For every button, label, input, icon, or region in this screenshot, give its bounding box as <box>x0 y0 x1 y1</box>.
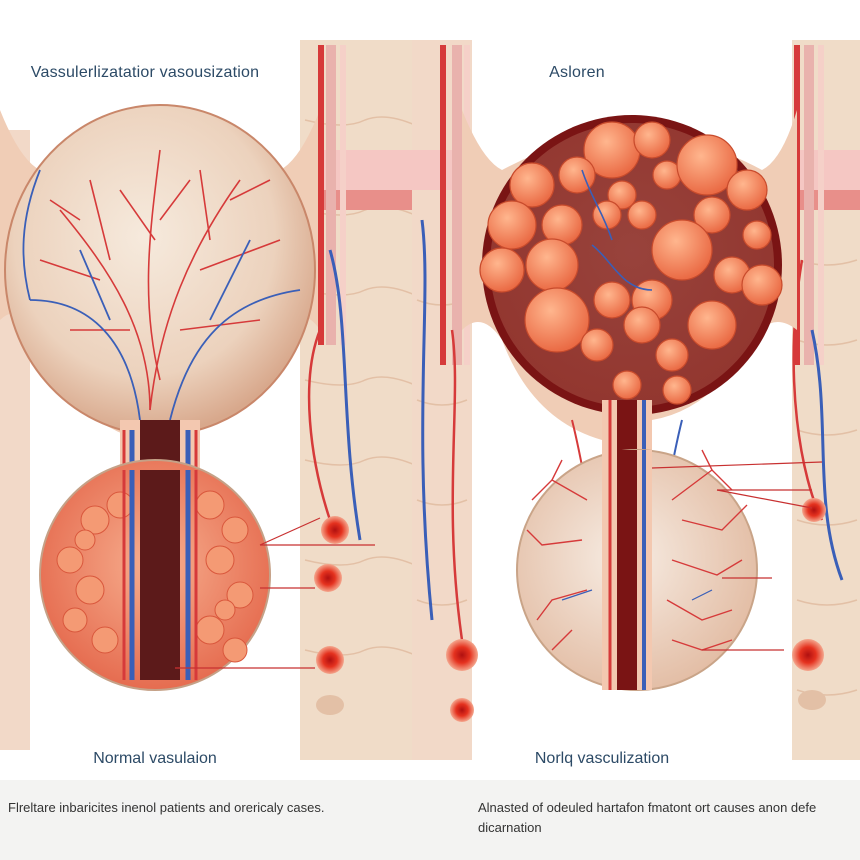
right-panel-caption: Norlq vasculization <box>534 750 670 767</box>
artery-network <box>39 149 281 411</box>
vessel-bundle-right <box>794 45 824 365</box>
nodule-lobules <box>56 490 254 663</box>
right-vein <box>328 249 362 541</box>
right-anatomy-illustration <box>412 0 860 780</box>
left-anatomy-illustration <box>0 0 420 780</box>
right-panel-title: Asloren <box>549 64 605 81</box>
left-panel-caption: Normal vasulaion <box>93 750 217 767</box>
vein-network <box>22 169 301 421</box>
vessel-bundle-top <box>318 45 346 345</box>
tumor-masses <box>479 121 783 405</box>
blood-cells <box>314 516 349 715</box>
right-panel: Asloren Norlq vasculization <box>412 0 860 780</box>
right-artery <box>307 329 332 521</box>
callout-lines <box>175 517 375 669</box>
left-footnote: Flreltare inbaricites inenol patients an… <box>8 800 325 815</box>
capillary-network <box>526 449 748 651</box>
left-panel-title: Vassulerlizatatior vasousization <box>30 64 260 81</box>
callout-lines <box>651 461 823 651</box>
right-footnote: Alnasted of odeuled hartafon fmatont ort… <box>478 800 817 835</box>
left-panel: Vassulerlizatatior vasousization Normal … <box>0 0 420 780</box>
blood-cells <box>446 498 826 722</box>
